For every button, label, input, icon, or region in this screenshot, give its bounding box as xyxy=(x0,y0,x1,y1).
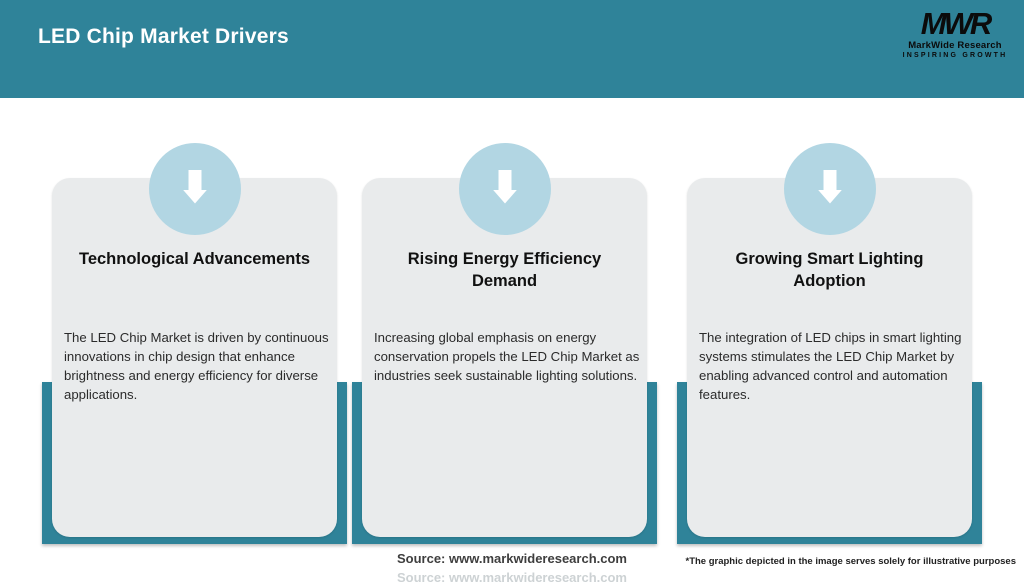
card-description: The integration of LED chips in smart li… xyxy=(699,330,962,402)
logo-name: MarkWide Research xyxy=(908,40,1002,51)
card-title: Rising Energy Efficiency Demand xyxy=(407,250,602,290)
page-title: LED Chip Market Drivers xyxy=(38,25,289,48)
card-body xyxy=(362,178,647,537)
card-body xyxy=(687,178,972,537)
arrow-down-icon xyxy=(148,143,241,235)
source-text: Source: www.markwideresearch.com xyxy=(396,551,627,566)
card-description: Increasing global emphasis on energy con… xyxy=(374,330,640,383)
card-body xyxy=(52,178,337,537)
arrow-down-icon xyxy=(458,143,551,235)
card-description: The LED Chip Market is driven by continu… xyxy=(64,330,329,402)
card-title: Technological Advancements xyxy=(78,250,311,268)
markwide-research-logo: MWR MarkWide Research INSPIRING GROWTH xyxy=(900,6,1010,59)
arrow-down-icon xyxy=(783,143,876,235)
header-bar: LED Chip Market Drivers MWR MarkWide Res… xyxy=(0,0,1024,98)
driver-card-rising-energy-efficiency-demand: Rising Energy Efficiency Demand Increasi… xyxy=(352,143,657,544)
logo-tagline: INSPIRING GROWTH xyxy=(902,52,1008,59)
source-text-ghost: Source: www.markwideresearch.com xyxy=(396,570,627,585)
disclaimer-text: *The graphic depicted in the image serve… xyxy=(685,556,1017,567)
logo-acronym: MWR xyxy=(920,6,992,41)
driver-card-growing-smart-lighting-adoption: Growing Smart Lighting Adoption The inte… xyxy=(677,143,982,544)
driver-card-technological-advancements: Technological Advancements The LED Chip … xyxy=(42,143,347,544)
card-title: Growing Smart Lighting Adoption xyxy=(735,250,924,290)
